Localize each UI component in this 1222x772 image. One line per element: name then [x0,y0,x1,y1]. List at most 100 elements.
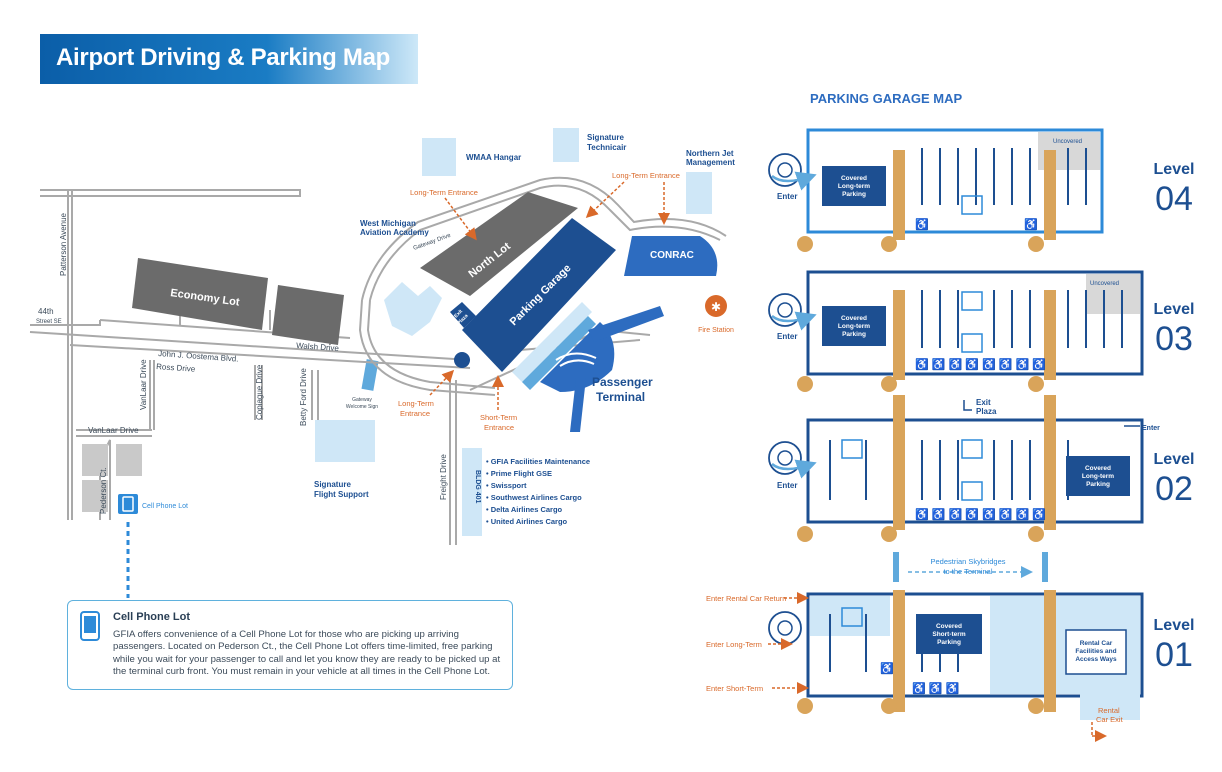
cell-lot-row-2 [82,480,108,512]
parking-garage [462,218,616,372]
l2-enter: Enter [777,481,797,490]
label-northern-jet-1: Northern Jet [686,149,734,158]
conrac [624,236,718,276]
label-academy-1: West Michigan [360,219,416,228]
label-conrac: CONRAC [650,250,694,261]
l4-box-2: Long-term [838,183,870,190]
road-label-pederson: Pederson Ct. [99,467,108,514]
skybridge [512,302,592,382]
level-01-number: 01 [1155,636,1193,674]
fire-station-icon [705,295,727,317]
label-signature-fs-1: Signature [314,480,351,489]
info-text: GFIA offers convenience of a Cell Phone … [113,629,501,678]
svg-text:♿ ♿ ♿ ♿ ♿ ♿ ♿ ♿: ♿ ♿ ♿ ♿ ♿ ♿ ♿ ♿ [915,358,1046,371]
aviation-academy-building [384,282,442,336]
l1-box-3: Parking [937,639,961,646]
label-lt-entrance-right: Long-Term Entrance [612,171,680,180]
label-welcome-1: Gateway [352,397,372,403]
label-fire: Fire Station [698,327,734,334]
l3-box-3: Parking [842,331,866,338]
label-wmaa: WMAA Hangar [466,153,521,162]
label-lt-entrance-top: Long-Term Entrance [410,188,478,197]
label-signature-fs-2: Flight Support [314,490,369,499]
title-banner: Airport Driving & Parking Map [40,34,418,84]
l2-box-1: Covered [1085,465,1111,472]
l4-box-1: Covered [841,175,867,182]
terminal-logo [555,352,597,367]
phone-icon [80,611,100,641]
level-04-word: Level [1154,161,1195,178]
road-label-44th: 44th [38,307,54,316]
garage-exit-label: Exit [976,398,991,407]
tenant-item: • Prime Flight GSE [486,469,552,478]
svg-text:♿: ♿ [915,218,929,231]
l4-enter: Enter [777,192,797,201]
l3-box-2: Long-term [838,323,870,330]
label-bldg: BLDG 401 [474,470,481,504]
enter-rental-label: Enter Rental Car Return [706,594,786,603]
svg-text:♿ ♿ ♿ ♿ ♿ ♿ ♿ ♿: ♿ ♿ ♿ ♿ ♿ ♿ ♿ ♿ [915,508,1046,521]
label-lt-entrance-bottom-1: Long-Term [398,399,434,408]
label-signature-tech-1: Signature [587,133,624,142]
l1-rental-2: Facilities and [1075,648,1116,655]
l3-uncovered: Uncovered [1090,281,1119,287]
northern-jet-building [686,172,712,214]
tenant-item: • Delta Airlines Cargo [486,505,563,514]
rental-exit-label-1: Rental [1098,706,1120,715]
tenant-item: • United Airlines Cargo [486,517,568,526]
road-label-walsh: Walsh Drive [296,341,340,353]
road-label-ross: Ross Drive [156,362,196,374]
svg-text:✱: ✱ [711,300,721,314]
wmaa-hangar-building [422,138,456,176]
label-st-entrance-2: Entrance [484,423,514,432]
enter-short-label: Enter Short-Term [706,684,763,693]
economy-lot-2 [272,285,344,345]
rental-exit-label-2: Car Exit [1096,715,1124,724]
road-label-copiague: Copiague Drive [255,364,264,420]
label-academy-2: Aviation Academy [360,228,429,237]
label-cell-lot: Cell Phone Lot [142,503,188,510]
bldg-401 [462,448,482,536]
signature-flight-support-building [315,420,375,462]
l1-rental-3: Access Ways [1075,656,1117,663]
label-welcome-2: Welcome Sign [346,404,378,410]
info-title: Cell Phone Lot [113,611,190,623]
terminal-concourse-a [588,306,664,342]
l2-enter-right: Enter [1142,425,1160,432]
road-label-oostema: John J. Oostema Blvd. [158,349,239,364]
skybridge-right [1042,552,1048,582]
gateway-welcome-sign [361,359,379,391]
road-label-vanlaar-v: VanLaar Drive [139,359,148,410]
l4-box-3: Parking [842,191,866,198]
skybridge-label-1: Pedestrian Skybridges [930,557,1005,566]
skybridge-label-2: to the Terminal [943,567,992,576]
label-exit-plaza-1: Exit [453,308,464,319]
garage-levels: ♿♿ ♿ ♿ ♿ ♿ ♿ ♿ ♿ ♿ ♿ ♿ ♿ ♿ ♿ ♿ ♿ ♿ ♿♿ ♿ … [706,128,1195,742]
l3-box-1: Covered [841,315,867,322]
level-03-uncovered [1086,274,1140,314]
skybridge-2 [522,316,596,390]
garage-roundabout [454,352,470,368]
terminal-concourse-b [570,378,586,432]
l2-box-2: Long-term [1082,473,1114,480]
enter-long-label: Enter Long-Term [706,640,762,649]
svg-text:♿: ♿ [880,662,894,675]
label-northern-jet-2: Management [686,158,735,167]
level-02-word: Level [1154,451,1195,468]
level-03-word: Level [1154,301,1195,318]
level-02-number: 02 [1155,470,1193,508]
label-terminal-1: Passenger [592,375,653,389]
label-lt-entrance-bottom-2: Entrance [400,409,430,418]
l1-box-1: Covered [936,623,962,630]
label-signature-tech-2: Technicair [587,143,626,152]
north-lot [420,192,578,296]
tenant-list: • GFIA Facilities Maintenance • Prime Fl… [486,457,590,526]
svg-text:♿: ♿ [1024,218,1038,231]
road-label-vanlaar-h: VanLaar Drive [88,426,139,435]
exit-plaza [450,302,476,328]
l1-rental-1: Rental Car [1080,640,1113,647]
tenant-item: • Swissport [486,481,527,490]
economy-lot [132,258,268,330]
area-map: ✱ Patterson Avenue 44th Street SE John J… [29,128,735,598]
